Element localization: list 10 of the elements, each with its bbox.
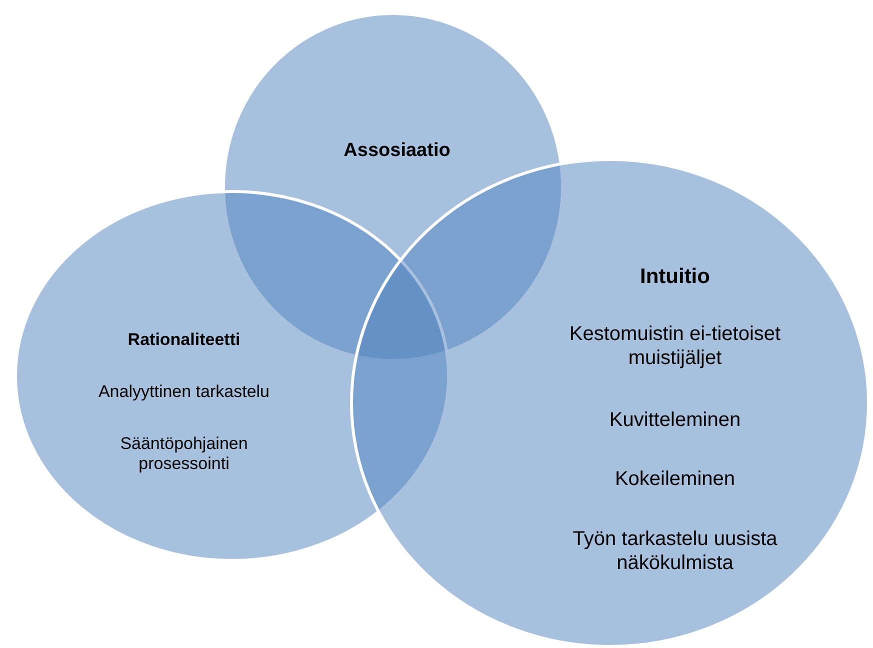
circle-title: Rationaliteetti [126,330,242,350]
circle-text: Sääntöpohjainen prosessointi [119,434,249,475]
circle-text: Kuvitteleminen [608,408,742,432]
circle-title: Intuitio [639,264,711,290]
circle-text: Kestomuistin ei-tietoiset muistijäljet [568,322,782,370]
circle-text: Analyyttinen tarkastelu [97,382,271,402]
circle-title: Assosiaatio [342,140,452,163]
circle-text: Kokeileminen [614,467,736,491]
venn-circle [350,158,870,648]
circle-text: Työn tarkastelu uusista näkökulmista [572,527,778,575]
